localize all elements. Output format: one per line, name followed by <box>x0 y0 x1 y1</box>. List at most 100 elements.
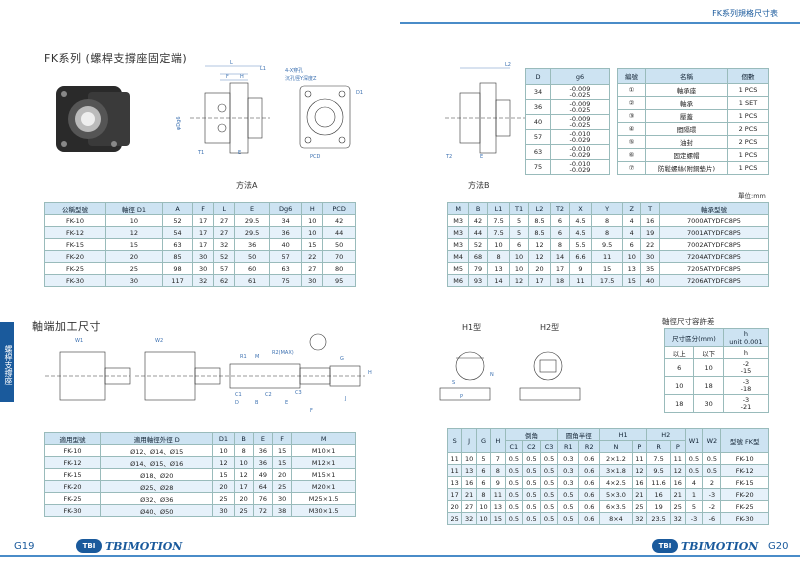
svg-text:G: G <box>340 356 344 362</box>
table-cell: 19 <box>640 226 660 239</box>
table-cell: 10 <box>461 452 477 465</box>
table-cell: 79 <box>468 262 488 275</box>
table-cell: 0.3 <box>557 452 580 465</box>
table-cell: 4×2.5 <box>599 476 633 489</box>
table-cell: 30 <box>640 250 660 263</box>
table-cell: -0.009-0.025 <box>549 99 611 115</box>
table-cell: 10 <box>621 250 642 263</box>
table-cell: 間隔環 <box>645 122 728 136</box>
table-cell: 40 <box>269 238 303 251</box>
table-subheader-cell: N <box>599 440 633 453</box>
table-cell: M3 <box>446 214 470 227</box>
th-g6: g6 <box>549 68 611 85</box>
table-cell: 25 <box>233 504 254 517</box>
table-cell: FK-30 <box>43 504 102 517</box>
h2-label: H2型 <box>540 323 560 332</box>
table-cell: 16 <box>461 476 477 489</box>
table-cell: M4 <box>446 250 470 263</box>
table-cell: 7204ATYDFC8P5 <box>658 250 770 263</box>
table-cell: 85 <box>161 250 194 263</box>
table-cell: 34 <box>525 84 551 100</box>
table-header-cell: 倒角 <box>504 428 559 441</box>
table-cell: 13 <box>461 464 477 477</box>
table-cell: 10 <box>104 214 163 227</box>
caption-method-b: 方法B <box>468 181 490 190</box>
svg-text:D1: D1 <box>356 90 363 96</box>
table-cell: 13 <box>490 500 506 513</box>
table-cell: 8 <box>490 464 506 477</box>
table-cell: 72 <box>252 504 274 517</box>
table-cell: 10 <box>509 262 529 275</box>
table-cell: 5×3.0 <box>599 488 633 501</box>
svg-text:H: H <box>240 74 244 80</box>
table-cell: FK-12 <box>44 226 106 239</box>
table-cell: 30 <box>301 274 324 287</box>
table-cell: M12×1 <box>291 456 356 469</box>
table-cell: 22 <box>301 250 324 263</box>
table-cell: ② <box>617 96 646 110</box>
side-tab: 螺桿支撐座 <box>0 322 14 402</box>
section-title-fk: FK系列 (螺桿支撐座固定端) <box>44 52 188 65</box>
table-header-cell: J <box>461 428 477 453</box>
table-cell: 0.5 <box>522 452 541 465</box>
table-cell: 12 <box>104 226 163 239</box>
table-cell: 固定螺帽 <box>645 148 728 162</box>
table-cell: 8 <box>475 488 492 501</box>
table-cell: 12 <box>527 238 552 251</box>
table-cell: 13 <box>621 262 642 275</box>
table-header-cell: 軸徑 D1 <box>104 202 163 215</box>
table-cell: 0.5 <box>684 464 704 477</box>
tbi-logo-text-right: TBIMOTION <box>681 539 759 553</box>
table-cell: 16 <box>640 214 660 227</box>
tol-lower: -0.029 <box>569 166 591 174</box>
table-cell: 32 <box>213 238 236 251</box>
table-cell: 68 <box>468 250 488 263</box>
table-cell: FK-30 <box>44 274 106 287</box>
table-cell: 7.5 <box>486 226 511 239</box>
table-header-cell: E <box>252 432 274 445</box>
table-row: 36-0.009-0.025 <box>525 99 611 115</box>
table-cell: 0.5 <box>684 452 704 465</box>
table-header-cell: L <box>213 202 236 215</box>
table-cell: 8 <box>591 214 623 227</box>
table-cell: 61 <box>234 274 271 287</box>
table-cell: 50 <box>322 238 356 251</box>
table-cell: -3-18 <box>722 376 770 395</box>
table-cell: FK-20 <box>43 480 102 493</box>
table-cell: 36 <box>269 226 303 239</box>
table-cell: 10 <box>301 226 324 239</box>
tol-lower: -0.025 <box>569 91 591 99</box>
table-cell: 0.5 <box>539 488 559 501</box>
table-cell: 32 <box>461 512 477 525</box>
table-cell: 15 <box>621 274 642 287</box>
page-number-left: G19 <box>14 541 35 552</box>
table-cell: 0.5 <box>522 464 541 477</box>
table-cell: 57 <box>269 250 303 263</box>
table-cell: 18 <box>663 394 695 413</box>
table-cell: 0.6 <box>578 512 601 525</box>
table-header-cell: 型號 FK型 <box>720 428 769 453</box>
svg-text:P: P <box>460 394 463 400</box>
svg-text:B: B <box>255 400 259 406</box>
page-header-title: FK系列規格尺寸表 <box>712 9 778 18</box>
table-cell: 20 <box>272 468 293 481</box>
table-cell: M20×1 <box>291 480 356 493</box>
table-cell: 15 <box>272 456 293 469</box>
table-cell: 36 <box>252 444 274 457</box>
table-header-cell: H1 <box>599 428 648 441</box>
table-cell: 5 <box>684 500 704 513</box>
table-cell: 36 <box>525 99 551 115</box>
table-cell: 6 <box>509 238 529 251</box>
